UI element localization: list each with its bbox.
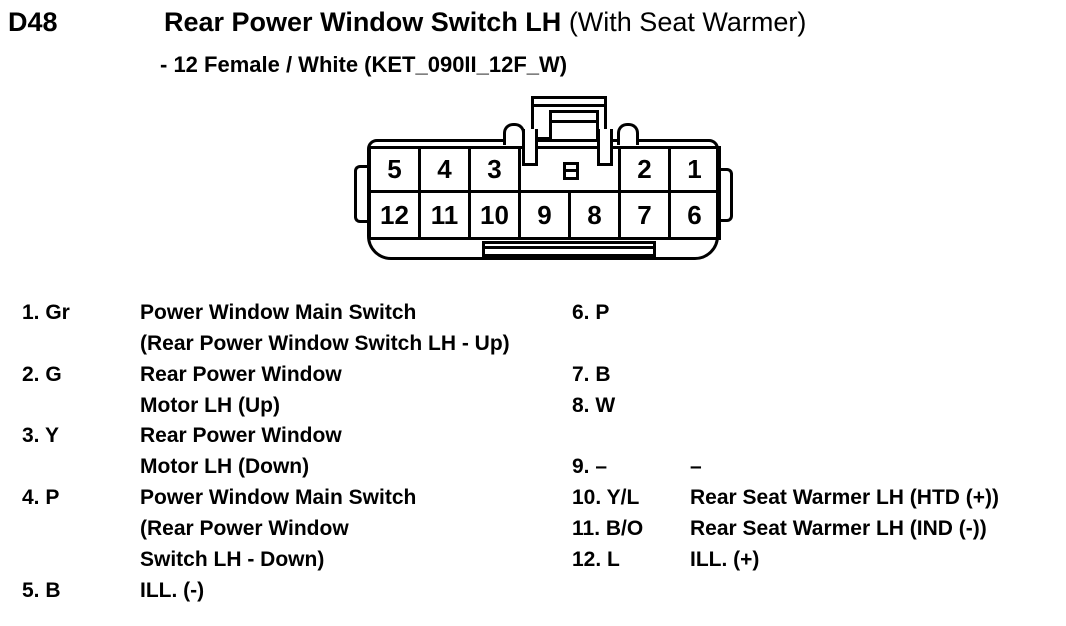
pin-desc-left: (Rear Power Window	[140, 516, 349, 540]
pin-cell-2: 2	[618, 146, 671, 193]
pin-legend-row: (Rear Power Window 11. B/O Rear Seat Warme…	[0, 514, 1066, 545]
connector-diagram: 5 4 3 2 1 12 11 10 9 8 7 6	[350, 95, 735, 275]
pin-desc-left: Rear Power Window	[140, 424, 342, 448]
pin-cell-8: 8	[568, 190, 621, 240]
bottom-rail	[482, 241, 656, 257]
pin-desc-right: Rear Seat Warmer LH (HTD (+))	[690, 486, 1000, 510]
pin-number-right: 11. B/O	[572, 516, 644, 540]
side-tab-left	[354, 165, 371, 223]
bottom-rail-line	[485, 246, 653, 249]
pin-number-left: 1. Gr	[22, 301, 70, 324]
keyway-icon	[563, 162, 579, 180]
pin-number-right: 7. B	[572, 362, 611, 386]
pin-desc-left: (Rear Power Window Switch LH - Up)	[140, 331, 510, 355]
pin-legend-row: Motor LH (Down) 9. – –	[0, 452, 1066, 483]
latch-slot-right	[597, 129, 613, 166]
pin-number-left: 2. G	[22, 362, 62, 386]
pin-desc-left: Motor LH (Up)	[140, 393, 280, 417]
pin-cell-9: 9	[518, 190, 571, 240]
side-tab-right	[716, 168, 733, 222]
pin-desc-left: Power Window Main Switch	[140, 301, 417, 324]
pin-cell-7: 7	[618, 190, 671, 240]
pin-number-left: 4. P	[22, 486, 60, 510]
pin-number-right: 12. L	[572, 547, 620, 571]
pin-legend-row: (Rear Power Window Switch LH - Up)	[0, 329, 1066, 360]
pin-cell-11: 11	[418, 190, 471, 240]
latch-housing-line	[534, 104, 604, 107]
page-title-main: Rear Power Window Switch LH	[164, 7, 562, 37]
pin-cell-4: 4	[418, 146, 471, 193]
pin-grid: 5 4 3 2 1 12 11 10 9 8 7 6	[368, 146, 721, 240]
pin-legend-row: 2. G Rear Power Window 7. B	[0, 360, 1066, 391]
page-title: Rear Power Window Switch LH (With Seat W…	[164, 7, 806, 38]
pin-cell-5: 5	[368, 146, 421, 193]
pin-cell-12: 12	[368, 190, 421, 240]
pin-legend: 1. Gr Power Window Main Switch 6. P (Rear …	[0, 298, 1066, 606]
pin-cell-10: 10	[468, 190, 521, 240]
pin-desc-left: Switch LH - Down)	[140, 547, 325, 571]
pin-desc-right: –	[690, 455, 702, 479]
pin-number-right: 6. P	[572, 301, 610, 324]
latch-hook-right-icon	[617, 123, 639, 145]
pin-number-right: 8. W	[572, 393, 616, 417]
latch-slot-left	[522, 129, 538, 166]
connector-spec: - 12 Female / White (KET_090II_12F_W)	[160, 52, 568, 77]
page-title-variant: (With Seat Warmer)	[561, 7, 807, 37]
pin-number-right: 10. Y/L	[572, 486, 640, 510]
pin-desc-right: Rear Seat Warmer LH (IND (-))	[690, 516, 987, 540]
pin-legend-row: Switch LH - Down) 12. L ILL. (+)	[0, 545, 1066, 576]
pin-number-left: 3. Y	[22, 424, 59, 448]
pin-legend-row: Motor LH (Up) 8. W	[0, 391, 1066, 422]
pin-number-left: 5. B	[22, 578, 61, 602]
pin-legend-row: 4. P Power Window Main Switch 10. Y/L Rear …	[0, 483, 1066, 514]
pin-desc-left: Power Window Main Switch	[140, 486, 417, 510]
pin-desc-left: ILL. (-)	[140, 578, 205, 602]
latch-button-line	[552, 120, 596, 123]
pin-cell-3: 3	[468, 146, 521, 193]
connector-id: D48	[8, 7, 58, 37]
pin-cell-6: 6	[668, 190, 721, 240]
pin-desc-right: ILL. (+)	[690, 547, 760, 571]
pin-legend-row: 1. Gr Power Window Main Switch 6. P	[0, 298, 1066, 329]
pin-legend-row: 5. B ILL. (-)	[0, 576, 1066, 607]
pin-desc-left: Rear Power Window	[140, 362, 342, 386]
latch-button	[549, 110, 599, 142]
keyway-line	[566, 169, 576, 172]
pin-legend-row: 3. Y Rear Power Window	[0, 421, 1066, 452]
pin-number-right: 9. –	[572, 455, 608, 479]
pin-cell-1: 1	[668, 146, 721, 193]
pin-desc-left: Motor LH (Down)	[140, 455, 310, 479]
